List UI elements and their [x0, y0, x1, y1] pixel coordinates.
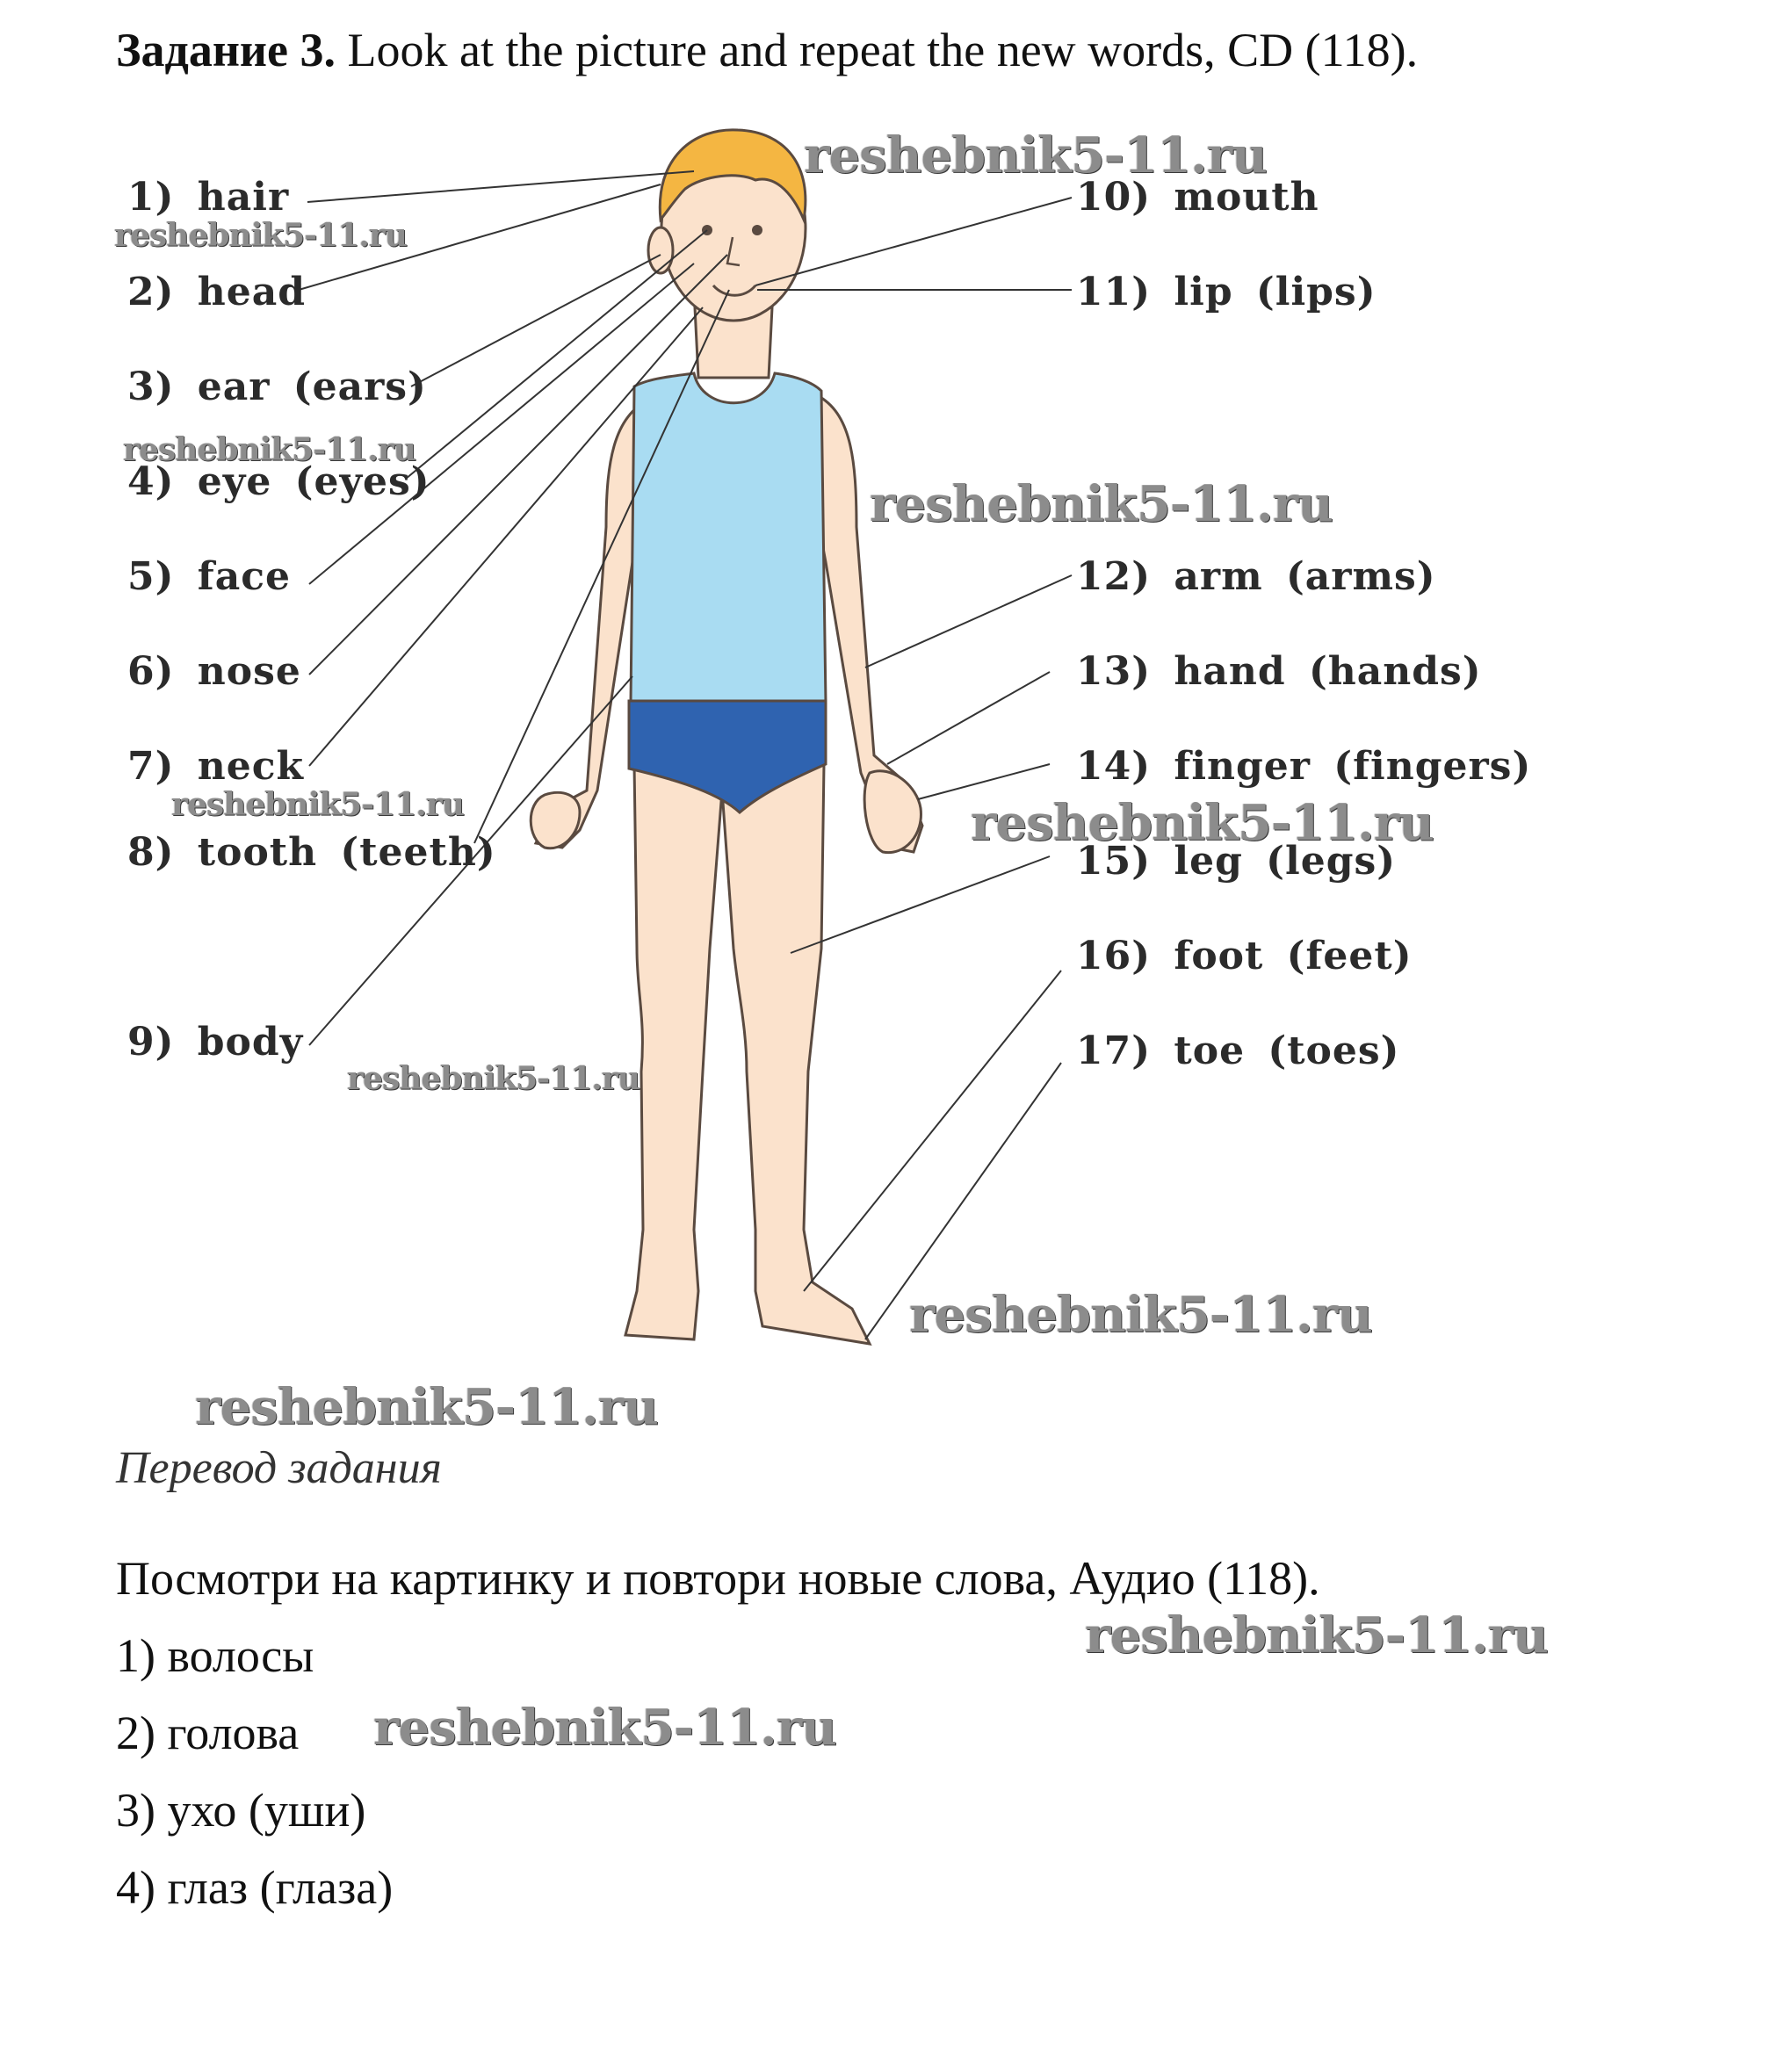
- label-toe: 17) toe (toes): [1076, 1029, 1400, 1073]
- watermark: reshebnik5-11.ru: [171, 786, 465, 823]
- translation-item: 2) голова: [116, 1707, 300, 1759]
- translation-item: 4) глаз (глаза): [116, 1861, 394, 1914]
- label-arm: 12) arm (arms): [1076, 554, 1436, 599]
- pointer-foot: [803, 970, 1062, 1292]
- pointer-leg: [790, 855, 1051, 954]
- pointer-finger: [917, 763, 1051, 800]
- label-leg: 15) leg (legs): [1076, 839, 1397, 884]
- label-hand: 13) hand (hands): [1076, 649, 1482, 694]
- label-lip: 11) lip (lips): [1076, 270, 1377, 314]
- label-finger: 14) finger (fingers): [1076, 744, 1532, 789]
- label-ear: 3) ear (ears): [127, 365, 427, 409]
- pointer-nose: [308, 254, 728, 675]
- task-number: Задание 3.: [116, 24, 336, 76]
- translation-heading: Перевод задания: [116, 1443, 442, 1493]
- label-neck: 7) neck: [127, 744, 305, 789]
- label-head: 2) head: [127, 270, 307, 314]
- ear-shape: [647, 226, 675, 275]
- label-nose: 6) nose: [127, 649, 301, 694]
- nose-shape: [726, 236, 741, 267]
- boy-illustration: [529, 128, 924, 1346]
- pointer-ear: [410, 254, 661, 387]
- mouth-shape: [712, 284, 757, 297]
- label-tooth: 8) tooth (teeth): [127, 830, 496, 875]
- translation-instruction: Посмотри на картинку и повтори новые сло…: [116, 1552, 1320, 1605]
- left-leg: [624, 762, 724, 1341]
- briefs: [627, 699, 827, 815]
- watermark: reshebnik5-11.ru: [123, 431, 416, 468]
- watermark: reshebnik5-11.ru: [114, 217, 408, 254]
- watermark: reshebnik5-11.ru: [195, 1378, 659, 1436]
- pointer-eye: [405, 229, 708, 480]
- label-eye: 4) eye (eyes): [127, 459, 430, 504]
- watermark: reshebnik5-11.ru: [373, 1699, 837, 1757]
- eye-right-shape: [752, 225, 762, 235]
- pointer-head: [298, 184, 661, 291]
- label-face: 5) face: [127, 554, 291, 599]
- body-parts-figure: [298, 128, 1073, 1346]
- watermark: reshebnik5-11.ru: [909, 1286, 1373, 1344]
- pointer-body: [308, 675, 633, 1046]
- watermark: reshebnik5-11.ru: [1085, 1606, 1549, 1664]
- translation-item: 1) волосы: [116, 1629, 314, 1682]
- pointer-lines: [298, 170, 1073, 1340]
- label-hair: 1) hair: [127, 175, 290, 220]
- pointer-toe: [864, 1062, 1062, 1340]
- hair-shape: [658, 128, 807, 225]
- task-instruction: Look at the picture and repeat the new w…: [347, 24, 1419, 76]
- pointer-tooth: [473, 289, 730, 844]
- pointer-hand: [886, 671, 1051, 765]
- label-body: 9) body: [127, 1020, 304, 1065]
- left-hand: [529, 790, 582, 850]
- pointer-hair: [307, 170, 695, 203]
- pointer-neck: [308, 307, 704, 767]
- watermark: reshebnik5-11.ru: [804, 126, 1268, 184]
- task-title: Задание 3. Look at the picture and repea…: [116, 19, 1418, 81]
- vest: [629, 372, 827, 704]
- pointer-arm: [864, 574, 1073, 668]
- right-leg: [720, 762, 872, 1346]
- watermark: reshebnik5-11.ru: [347, 1060, 640, 1097]
- watermark: reshebnik5-11.ru: [870, 475, 1333, 533]
- translation-item: 3) ухо (уши): [116, 1784, 366, 1837]
- watermark: reshebnik5-11.ru: [971, 794, 1434, 852]
- pointer-face: [308, 263, 695, 585]
- right-hand: [863, 769, 922, 855]
- label-foot: 16) foot (feet): [1076, 934, 1413, 978]
- left-arm: [533, 394, 656, 849]
- label-mouth: 10) mouth: [1076, 175, 1319, 220]
- pointer-mouth: [755, 197, 1073, 286]
